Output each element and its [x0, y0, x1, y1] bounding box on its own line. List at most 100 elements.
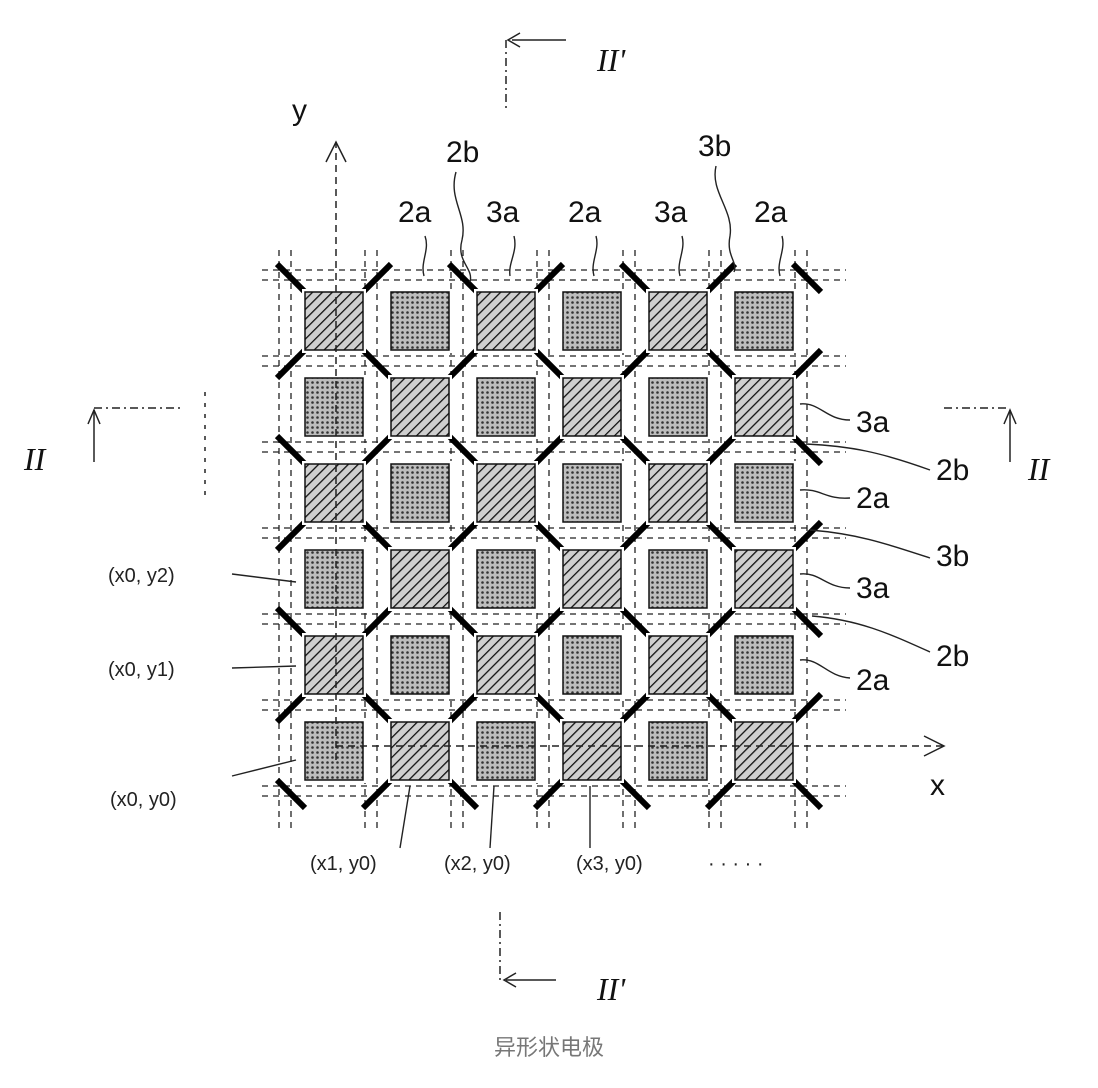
top-label-2a-2: 2a — [568, 196, 602, 229]
top-label-3a-2: 3a — [654, 196, 688, 229]
connector-bar — [532, 433, 566, 467]
connector-bar — [704, 691, 738, 725]
top-leader-lines — [422, 165, 784, 283]
electrode-3a — [648, 291, 708, 351]
connector-bar — [618, 433, 652, 467]
coord-leader-lines — [231, 573, 591, 849]
x-axis — [336, 735, 946, 757]
connector-bar — [532, 691, 566, 725]
right-leader-lines — [799, 403, 931, 679]
connector-bars — [274, 261, 824, 811]
connector-bar — [446, 691, 480, 725]
electrode-2a — [648, 549, 708, 609]
section-marker-top — [505, 32, 566, 110]
connector-bar — [618, 691, 652, 725]
connector-bar — [532, 777, 566, 811]
connector-bar — [360, 519, 394, 553]
right-label-3a-1: 3a — [856, 406, 890, 439]
section-label-left: II — [23, 441, 47, 477]
y-axis-label: y — [292, 94, 307, 127]
connector-bar — [618, 347, 652, 381]
connector-bar — [618, 261, 652, 295]
connector-bar — [274, 347, 308, 381]
electrode-3a — [476, 291, 536, 351]
electrode-3a — [476, 463, 536, 523]
connector-bar — [274, 261, 308, 295]
top-label-2a-3: 2a — [754, 196, 788, 229]
connector-bar — [618, 605, 652, 639]
connector-bar — [790, 347, 824, 381]
connector-bar — [790, 261, 824, 295]
electrode-3a — [304, 463, 364, 523]
right-label-2a-2: 2a — [856, 664, 890, 697]
connector-bar — [532, 261, 566, 295]
right-label-3a-2: 3a — [856, 572, 890, 605]
electrode-2a — [304, 549, 364, 609]
connector-bar — [704, 261, 738, 295]
electrode-cells — [302, 289, 796, 783]
top-label-3b: 3b — [698, 130, 731, 163]
coord-label-x0-y1: (x0, y1) — [108, 659, 175, 681]
electrode-2a — [562, 291, 622, 351]
connector-bar — [446, 433, 480, 467]
electrode-2a — [734, 291, 794, 351]
connector-bar — [274, 777, 308, 811]
connector-bar — [446, 261, 480, 295]
connector-bar — [704, 605, 738, 639]
connector-bar — [446, 777, 480, 811]
electrode-3a — [390, 549, 450, 609]
connector-bar — [360, 605, 394, 639]
connector-bar — [704, 519, 738, 553]
connector-bar — [532, 347, 566, 381]
section-label-bottom: II' — [596, 971, 626, 1007]
electrode-2a — [648, 377, 708, 437]
connector-bar — [274, 605, 308, 639]
connector-bar — [704, 433, 738, 467]
connector-bar — [790, 691, 824, 725]
electrode-3a — [562, 721, 622, 781]
electrode-3a — [304, 635, 364, 695]
section-marker-bottom — [499, 912, 556, 988]
electrode-2a — [734, 463, 794, 523]
electrode-3a — [648, 463, 708, 523]
right-label-2b-1: 2b — [936, 454, 969, 487]
electrode-2a — [304, 721, 364, 781]
electrode-2a — [476, 549, 536, 609]
connector-bar — [618, 519, 652, 553]
connector-bar — [618, 777, 652, 811]
electrode-3a — [562, 377, 622, 437]
figure-caption: 异形状电极 — [493, 1036, 604, 1061]
y-axis — [325, 140, 347, 760]
electrode-3a — [648, 635, 708, 695]
connector-bar — [360, 433, 394, 467]
electrode-2a — [476, 377, 536, 437]
electrode-2a — [390, 635, 450, 695]
right-label-2b-2: 2b — [936, 640, 969, 673]
connector-bar — [274, 519, 308, 553]
section-label-top: II' — [596, 42, 626, 78]
electrode-2a — [734, 635, 794, 695]
connector-bar — [360, 261, 394, 295]
electrode-3a — [476, 635, 536, 695]
electrode-3a — [562, 549, 622, 609]
connector-bar — [360, 347, 394, 381]
connector-bar — [446, 347, 480, 381]
coord-label-x0-y2: (x0, y2) — [108, 565, 175, 587]
electrode-3a — [734, 549, 794, 609]
electrode-3a — [390, 377, 450, 437]
right-label-3b: 3b — [936, 540, 969, 573]
connector-bar — [790, 433, 824, 467]
top-label-2b: 2b — [446, 136, 479, 169]
top-label-3a-1: 3a — [486, 196, 520, 229]
electrode-2a — [390, 463, 450, 523]
connector-bar — [532, 519, 566, 553]
section-label-right: II — [1027, 451, 1051, 487]
connector-bar — [790, 777, 824, 811]
electrode-2a — [390, 291, 450, 351]
connector-bar — [274, 433, 308, 467]
top-label-2a-1: 2a — [398, 196, 432, 229]
coord-label-x1-y0: (x1, y0) — [310, 853, 377, 875]
electrode-2a — [304, 377, 364, 437]
electrode-3a — [390, 721, 450, 781]
